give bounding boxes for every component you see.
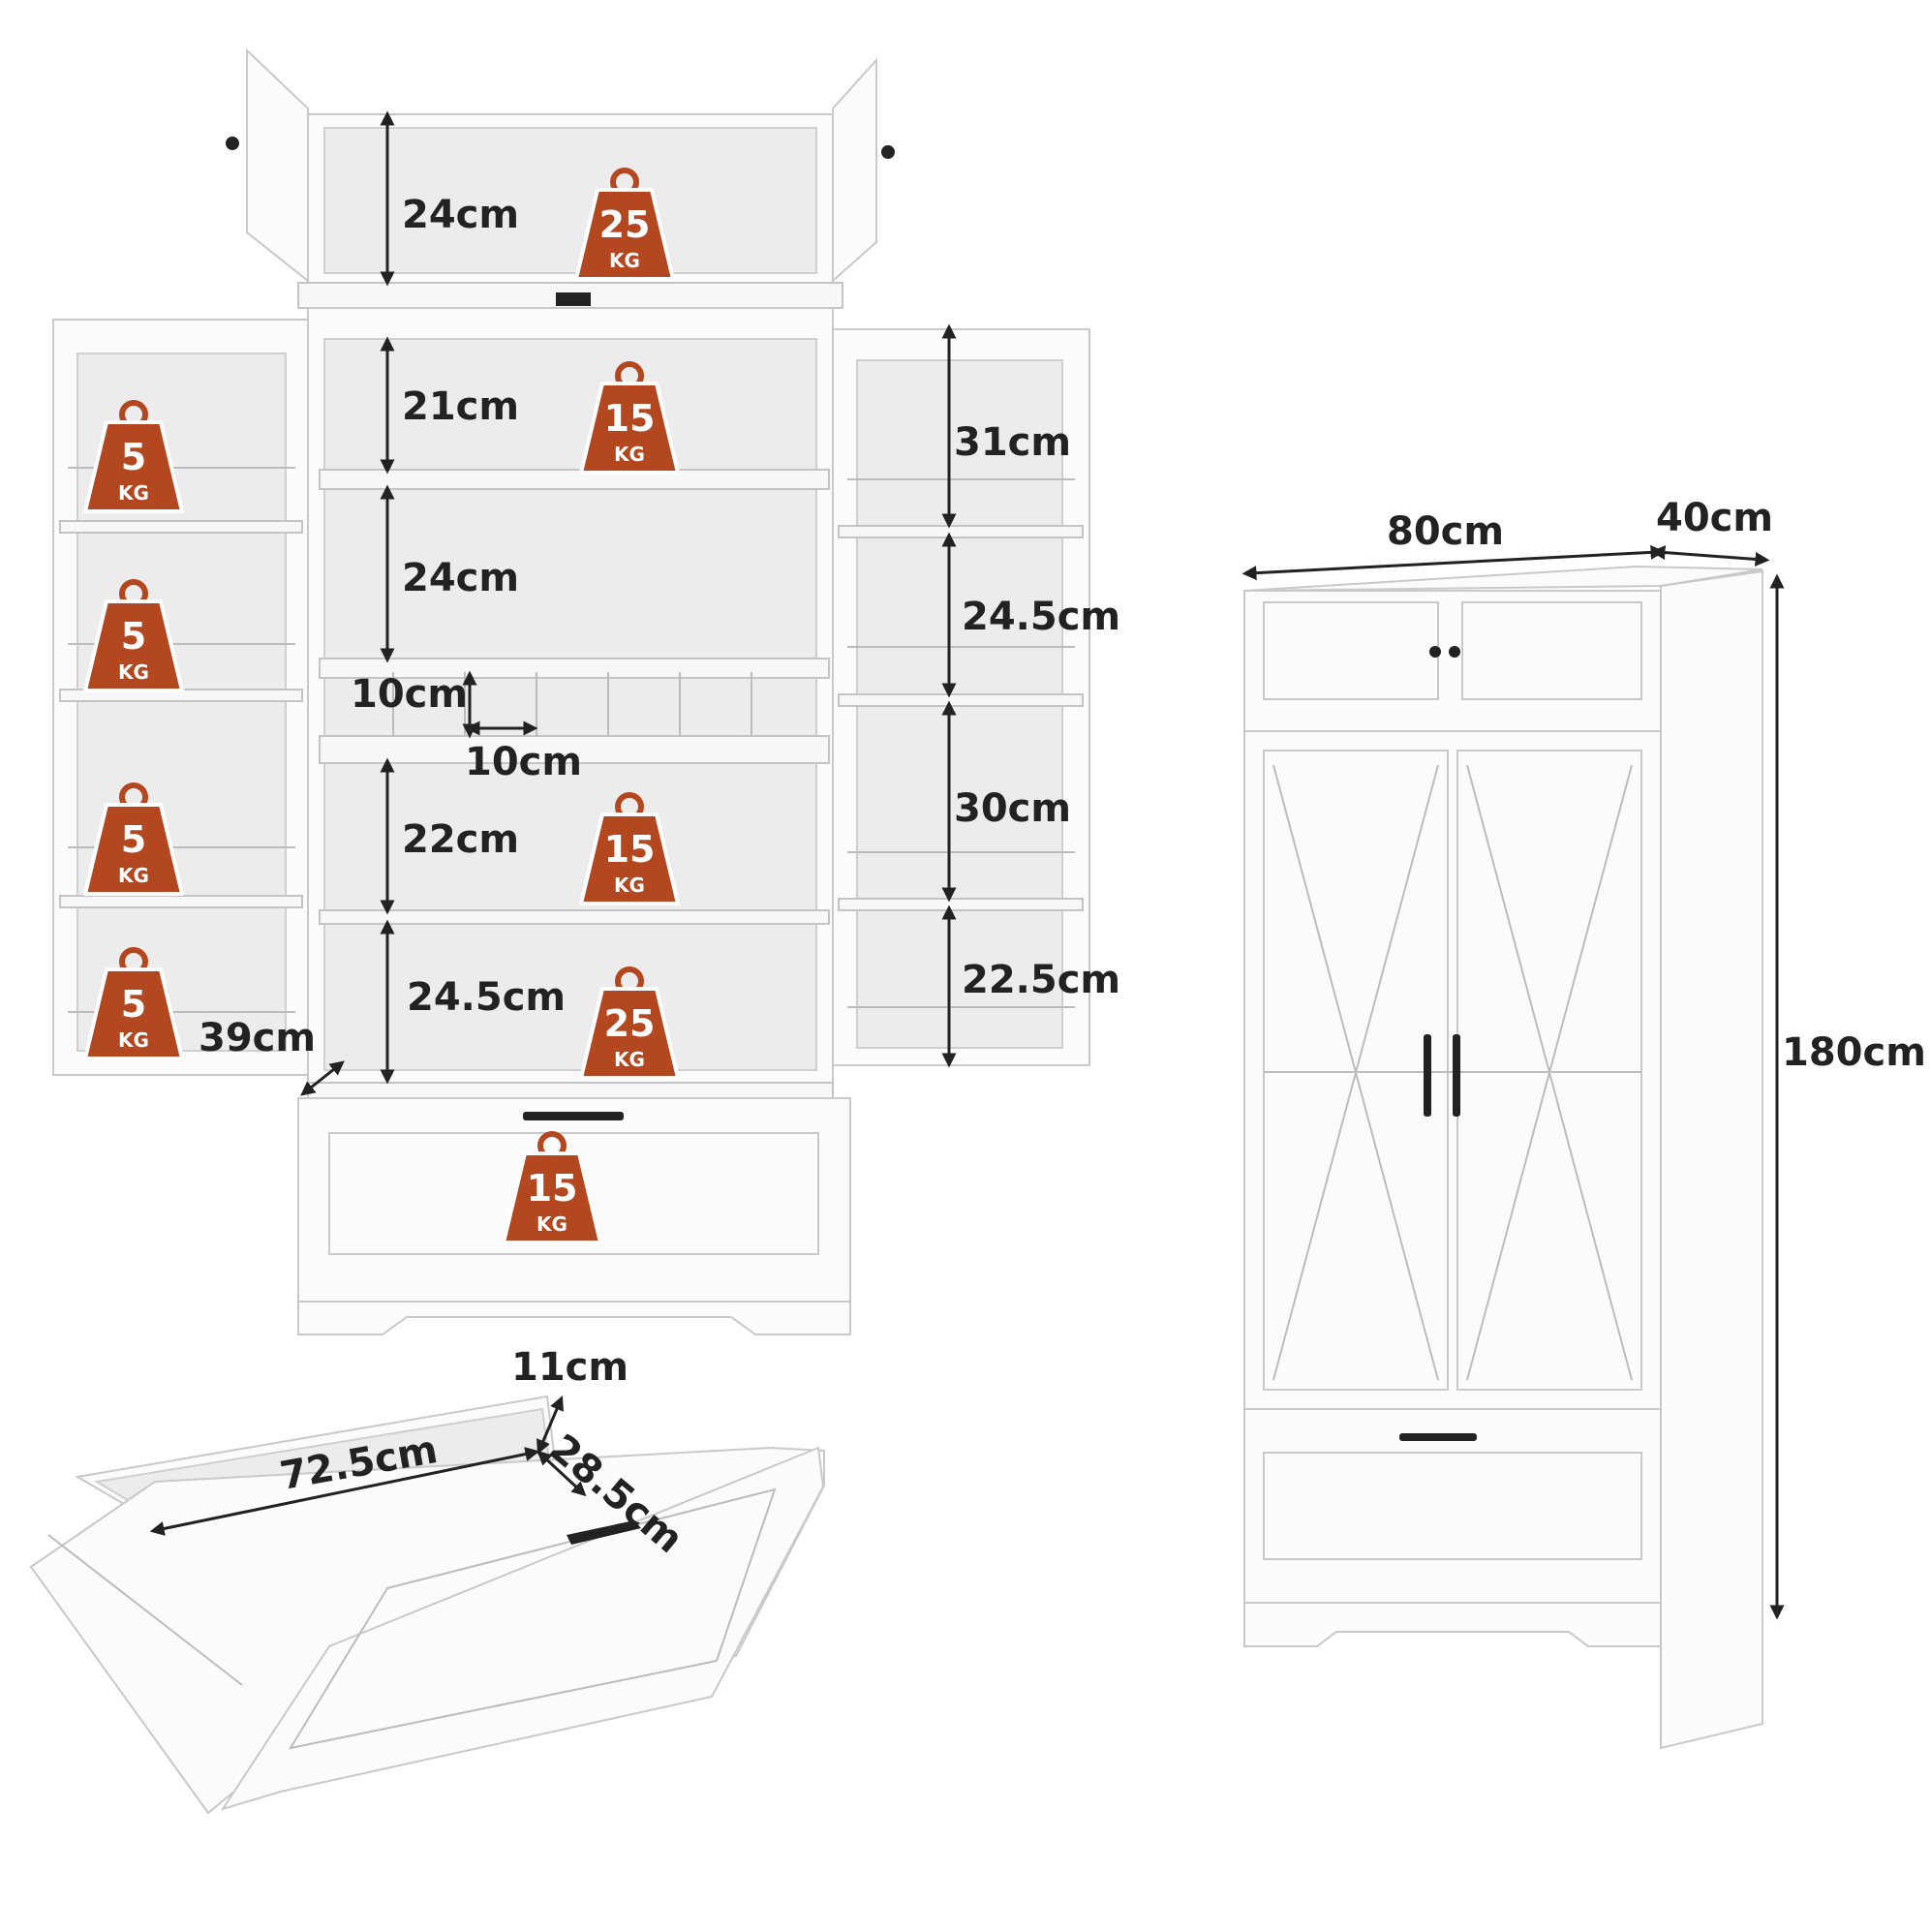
top-left-knob (226, 137, 239, 150)
weight-door-2-unit: KG (118, 660, 149, 684)
weight-badge-shelf-1: 15 KG (581, 364, 678, 473)
weight-badge-top: 25 KG (576, 170, 673, 279)
drawer-handle (523, 1112, 624, 1120)
open-drawer (29, 1395, 825, 1815)
open-drawer-handle (567, 1520, 641, 1545)
weight-door-3-unit: KG (118, 864, 149, 887)
label-shelf-3: 22cm (402, 817, 519, 862)
label-door-r3: 30cm (954, 786, 1071, 831)
door-handle-left (1424, 1034, 1431, 1117)
weight-drawer-unit: KG (536, 1212, 567, 1236)
label-door-r2: 24.5cm (962, 595, 1120, 639)
weight-shelf-3-value: 15 (604, 828, 656, 871)
top-left-door (246, 47, 309, 284)
upper-door-right (1461, 601, 1642, 700)
upper-door-left (1263, 601, 1439, 700)
weight-shelf-1-value: 15 (604, 397, 656, 440)
weight-badge-door-3: 5 KG (85, 785, 182, 894)
weight-badge-door-2: 5 KG (85, 582, 182, 690)
upper-knob-left (1429, 646, 1441, 658)
shelf-1 (319, 469, 830, 490)
label-door-depth: 39cm (199, 1016, 316, 1060)
weight-bottom-unit: KG (614, 1048, 645, 1071)
weight-door-1-unit: KG (118, 481, 149, 505)
label-cubby-width: 10cm (465, 740, 582, 784)
label-cubby-height: 10cm (351, 672, 468, 717)
base (297, 1301, 851, 1335)
door-handle-right (1453, 1034, 1460, 1117)
right-door-shelf-2 (838, 693, 1084, 707)
latch (556, 292, 591, 306)
top-right-door (832, 57, 877, 284)
weight-door-4-value: 5 (121, 983, 146, 1026)
label-width: 80cm (1387, 509, 1504, 554)
weight-badge-shelf-3: 15 KG (581, 795, 678, 904)
closed-drawer-handle (1399, 1433, 1477, 1441)
right-door-shelf-1 (838, 525, 1084, 538)
shelf-3 (319, 909, 830, 925)
closed-base (1243, 1602, 1662, 1647)
weight-door-3-value: 5 (121, 818, 146, 861)
main-interior (323, 338, 817, 1071)
shelf-2 (319, 658, 830, 679)
closed-cabinet (1241, 544, 1785, 1750)
top-compartment-interior (323, 127, 817, 274)
weight-drawer-value: 15 (527, 1167, 578, 1210)
weight-door-4-unit: KG (118, 1028, 149, 1052)
left-door-shelf-3 (59, 895, 303, 908)
drawer-slide (47, 1534, 243, 1686)
weight-badge-bottom: 25 KG (581, 969, 678, 1078)
weight-badges: 25 KG 15 KG 15 KG 25 KG 15 KG 5 KG (85, 170, 678, 1242)
label-shelf-1: 21cm (402, 384, 519, 429)
weight-top-value: 25 (599, 203, 651, 246)
weight-badge-door-4: 5 KG (85, 950, 182, 1058)
label-top-height: 24cm (402, 193, 519, 237)
weight-door-1-value: 5 (121, 436, 146, 478)
label-shelf-2: 24cm (402, 556, 519, 600)
weight-badge-drawer: 15 KG (504, 1134, 600, 1242)
weight-shelf-3-unit: KG (614, 874, 645, 897)
right-door-shelf-3 (838, 898, 1084, 911)
left-door-shelf-1 (59, 520, 303, 534)
weight-top-unit: KG (609, 249, 640, 272)
upper-knob-right (1449, 646, 1460, 658)
weight-badge-door-1: 5 KG (85, 403, 182, 511)
weight-door-2-value: 5 (121, 615, 146, 658)
open-cabinet (52, 47, 1090, 1335)
weight-shelf-1-unit: KG (614, 443, 645, 466)
cabinet-side (1660, 569, 1763, 1750)
label-drawer-height: 11cm (511, 1345, 628, 1390)
weight-bottom-value: 25 (604, 1002, 656, 1045)
label-shelf-4: 24.5cm (407, 975, 566, 1020)
cubby-base (319, 735, 830, 764)
closed-drawer-inset (1263, 1452, 1642, 1560)
bottom-shelf (307, 1082, 834, 1099)
top-right-knob (881, 145, 895, 159)
label-door-r1: 31cm (954, 420, 1071, 465)
label-depth: 40cm (1656, 496, 1773, 540)
label-door-r4: 22.5cm (962, 958, 1120, 1002)
label-height: 180cm (1782, 1030, 1926, 1075)
drawer-face (220, 1446, 825, 1811)
drawer-face-inset (288, 1487, 777, 1750)
